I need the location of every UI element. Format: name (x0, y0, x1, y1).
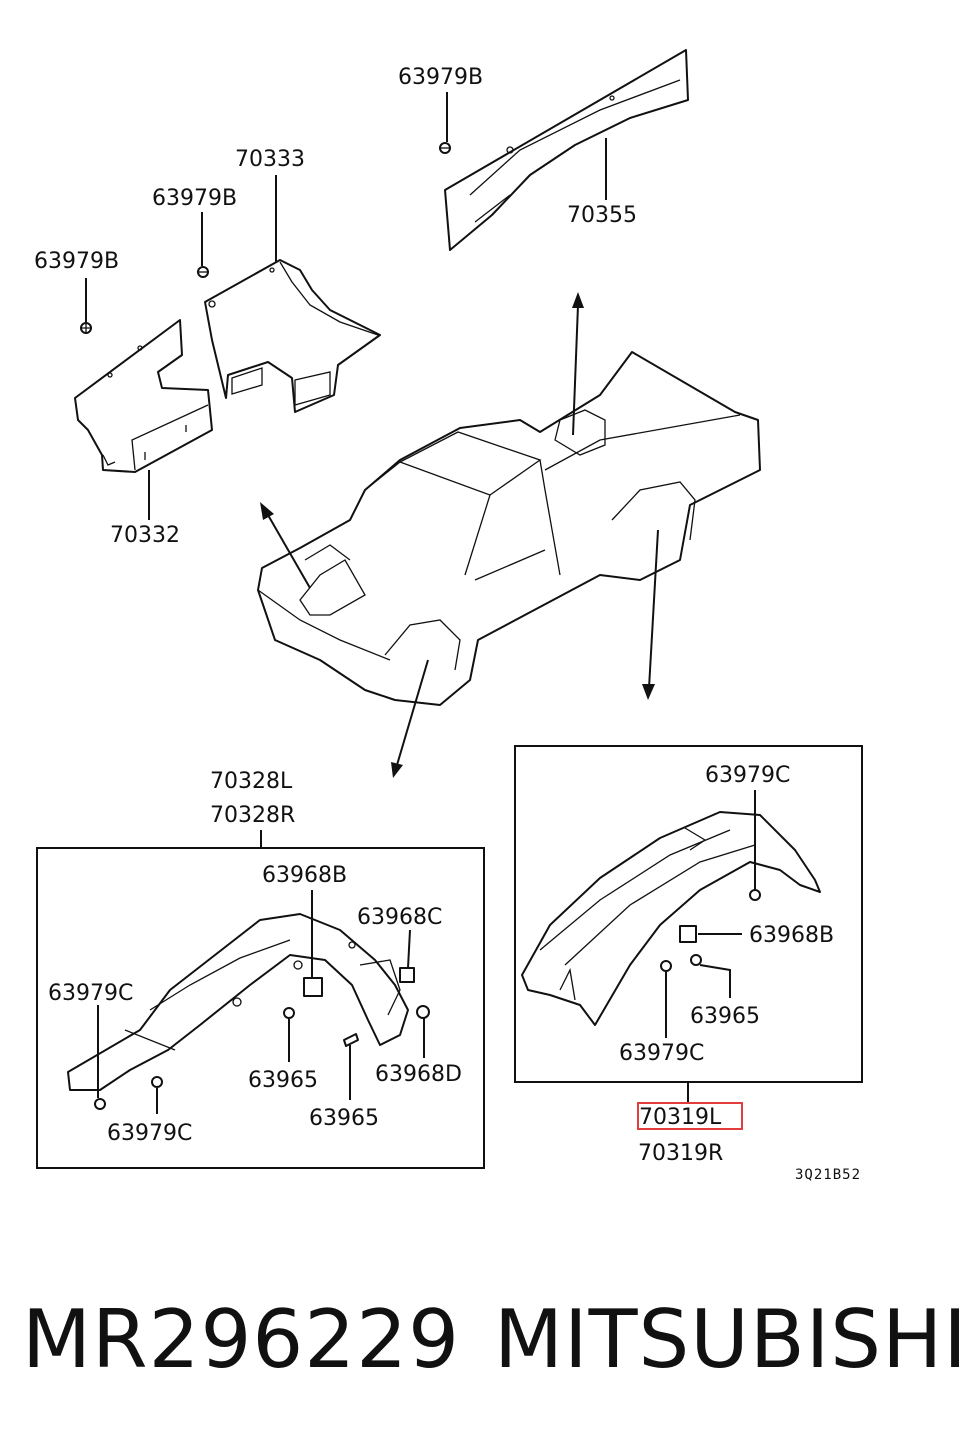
label-63968b-right: 63968B (749, 923, 834, 948)
front-liner-70328 (67, 913, 409, 1091)
leaders-70328 (97, 830, 425, 1114)
label-70319r: 70319R (638, 1141, 723, 1166)
label-63968b-left: 63968B (262, 863, 347, 888)
nut-63968b-left (303, 977, 323, 997)
clip-63979c-edge (94, 1098, 106, 1110)
clip-63979c-right-top (749, 889, 761, 901)
label-63979b-top: 63979B (398, 65, 483, 90)
rear-liner-70319 (521, 811, 821, 1026)
box-70328 (36, 847, 485, 1169)
label-63965-b: 63965 (309, 1106, 379, 1131)
clip-63979c-lower (151, 1076, 163, 1088)
clip-63979b-top (439, 142, 451, 154)
label-70332: 70332 (110, 523, 180, 548)
label-63965-a: 63965 (248, 1068, 318, 1093)
label-63979b-left: 63979B (34, 249, 119, 274)
label-63979c-right-top: 63979C (705, 763, 790, 788)
truck-outline (257, 351, 761, 706)
label-63979b-mid: 63979B (152, 186, 237, 211)
clip-63979b-left (80, 322, 92, 334)
arrow-to-70328 (391, 659, 429, 778)
clip-63968c (399, 967, 415, 983)
highlight-70319l (637, 1102, 743, 1130)
arrow-to-70355 (572, 292, 584, 436)
label-63968c: 63968C (357, 905, 442, 930)
screw-63965-right (690, 954, 702, 966)
part-number: MR296229 (22, 1293, 460, 1386)
label-70319l[interactable]: 70319L (639, 1105, 722, 1130)
label-70328r: 70328R (210, 803, 295, 828)
clip-63968d (416, 1005, 430, 1019)
leaders-upper (85, 92, 607, 520)
inner-panel-70355 (444, 49, 689, 251)
splash-shield-70333 (204, 259, 381, 413)
splash-shield-70332 (74, 319, 213, 473)
label-63968d: 63968D (375, 1062, 462, 1087)
screw-63965-b (343, 1033, 359, 1047)
screw-63965-a (283, 1007, 295, 1019)
label-70333: 70333 (235, 147, 305, 172)
brand-name: MITSUBISHI (494, 1293, 960, 1386)
label-70355: 70355 (567, 203, 637, 228)
label-70328l: 70328L (210, 769, 293, 794)
diagram-code: 3Q21B52 (795, 1167, 861, 1183)
label-63965-right: 63965 (690, 1004, 760, 1029)
nut-63968b-right (679, 925, 697, 943)
arrow-to-70332 (260, 502, 311, 589)
label-63979c-left: 63979C (48, 981, 133, 1006)
leaders-70319 (665, 790, 756, 1102)
arrow-to-70319 (642, 529, 659, 700)
label-63979c-right-bottom: 63979C (619, 1041, 704, 1066)
footer: MR296229 MITSUBISHI (0, 1290, 960, 1390)
clip-63979c-right-bottom (660, 960, 672, 972)
label-63979c-bottom: 63979C (107, 1121, 192, 1146)
clip-63979b-mid (197, 266, 209, 278)
